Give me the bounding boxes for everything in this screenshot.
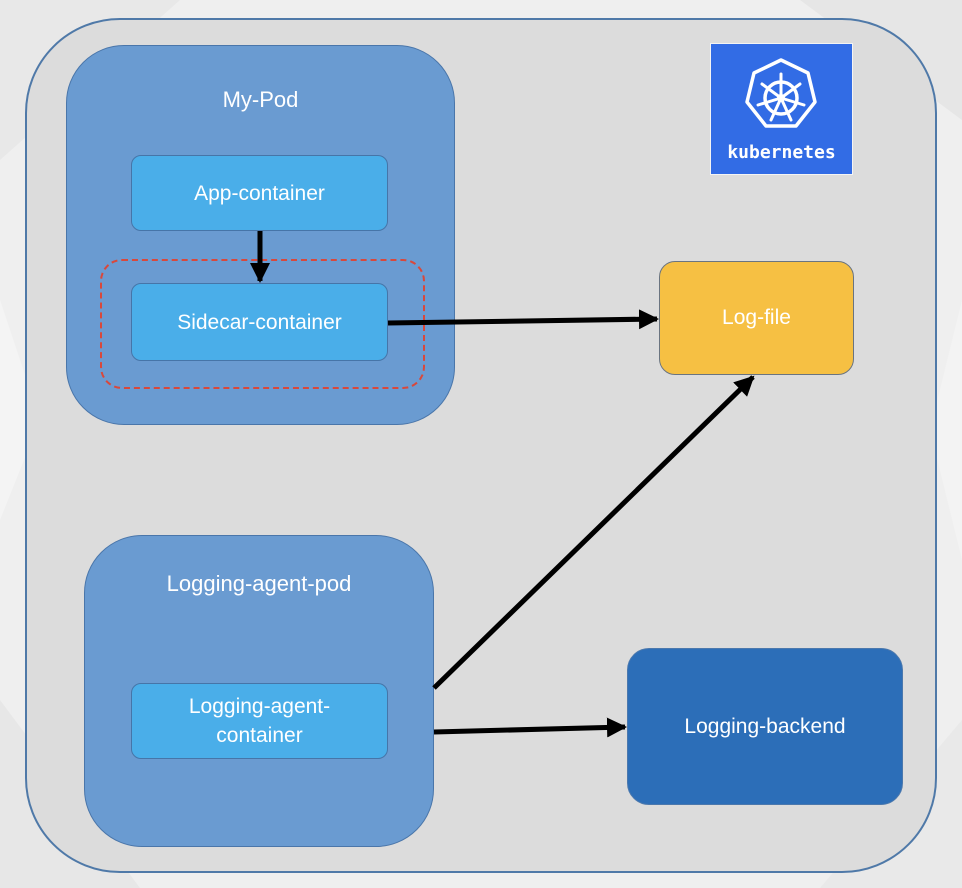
logging-agent-container[interactable]: Logging-agent- container <box>131 683 388 759</box>
app-container[interactable]: App-container <box>131 155 388 231</box>
log-file[interactable]: Log-file <box>659 261 854 375</box>
kubernetes-logo: kubernetes <box>710 43 853 175</box>
logging-agent-pod-title: Logging-agent-pod <box>166 571 352 596</box>
logging-agent-container-label-line1: Logging-agent- <box>188 695 331 718</box>
logging-agent-container-label-line2: container <box>216 724 303 747</box>
my-pod-title: My-Pod <box>222 87 299 112</box>
sidecar-container[interactable]: Sidecar-container <box>131 283 388 361</box>
logging-backend[interactable]: Logging-backend <box>627 648 903 805</box>
kubernetes-helm-wheel-icon <box>745 58 817 128</box>
kubernetes-wordmark: kubernetes <box>727 142 836 163</box>
